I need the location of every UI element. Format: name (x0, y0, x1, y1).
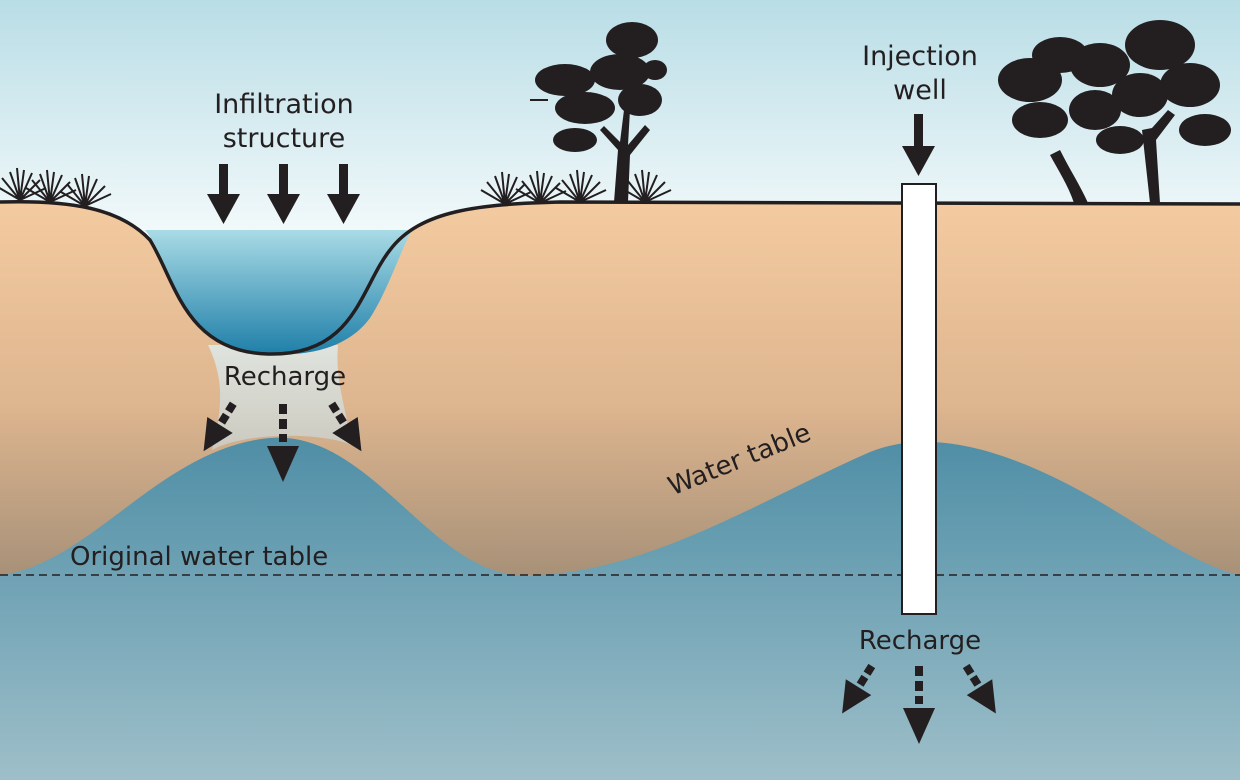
injection-well-label: Injection well (840, 40, 1000, 108)
tree-silhouette-icon (998, 20, 1231, 203)
injection-well (901, 183, 937, 615)
ground-outline (0, 199, 1240, 356)
recharge-plume (208, 345, 352, 450)
dashed-arrow-icon (267, 404, 299, 482)
dashed-arrow-icon (962, 663, 996, 714)
dashed-arrow-icon (328, 401, 362, 452)
infiltration-label-line2: structure (222, 123, 346, 154)
infiltration-label-line1: Infiltration (214, 89, 354, 120)
down-arrow-icon (902, 114, 935, 176)
injection-label-line2: well (893, 75, 947, 106)
dashed-arrow-icon (903, 666, 935, 744)
down-arrow-icon (327, 164, 360, 224)
dashed-arrow-icon (842, 663, 876, 714)
down-arrow-icon (207, 164, 240, 224)
down-arrow-icon (267, 164, 300, 224)
infiltration-structure-label: Infiltration structure (184, 88, 384, 156)
original-water-table-label: Original water table (70, 542, 329, 572)
recharge-label-right: Recharge (858, 626, 982, 656)
recharge-label-left: Recharge (223, 362, 347, 392)
injection-label-line1: Injection (862, 41, 978, 72)
dashed-arrow-icon (203, 401, 237, 452)
tree-silhouette-icon (530, 22, 667, 202)
